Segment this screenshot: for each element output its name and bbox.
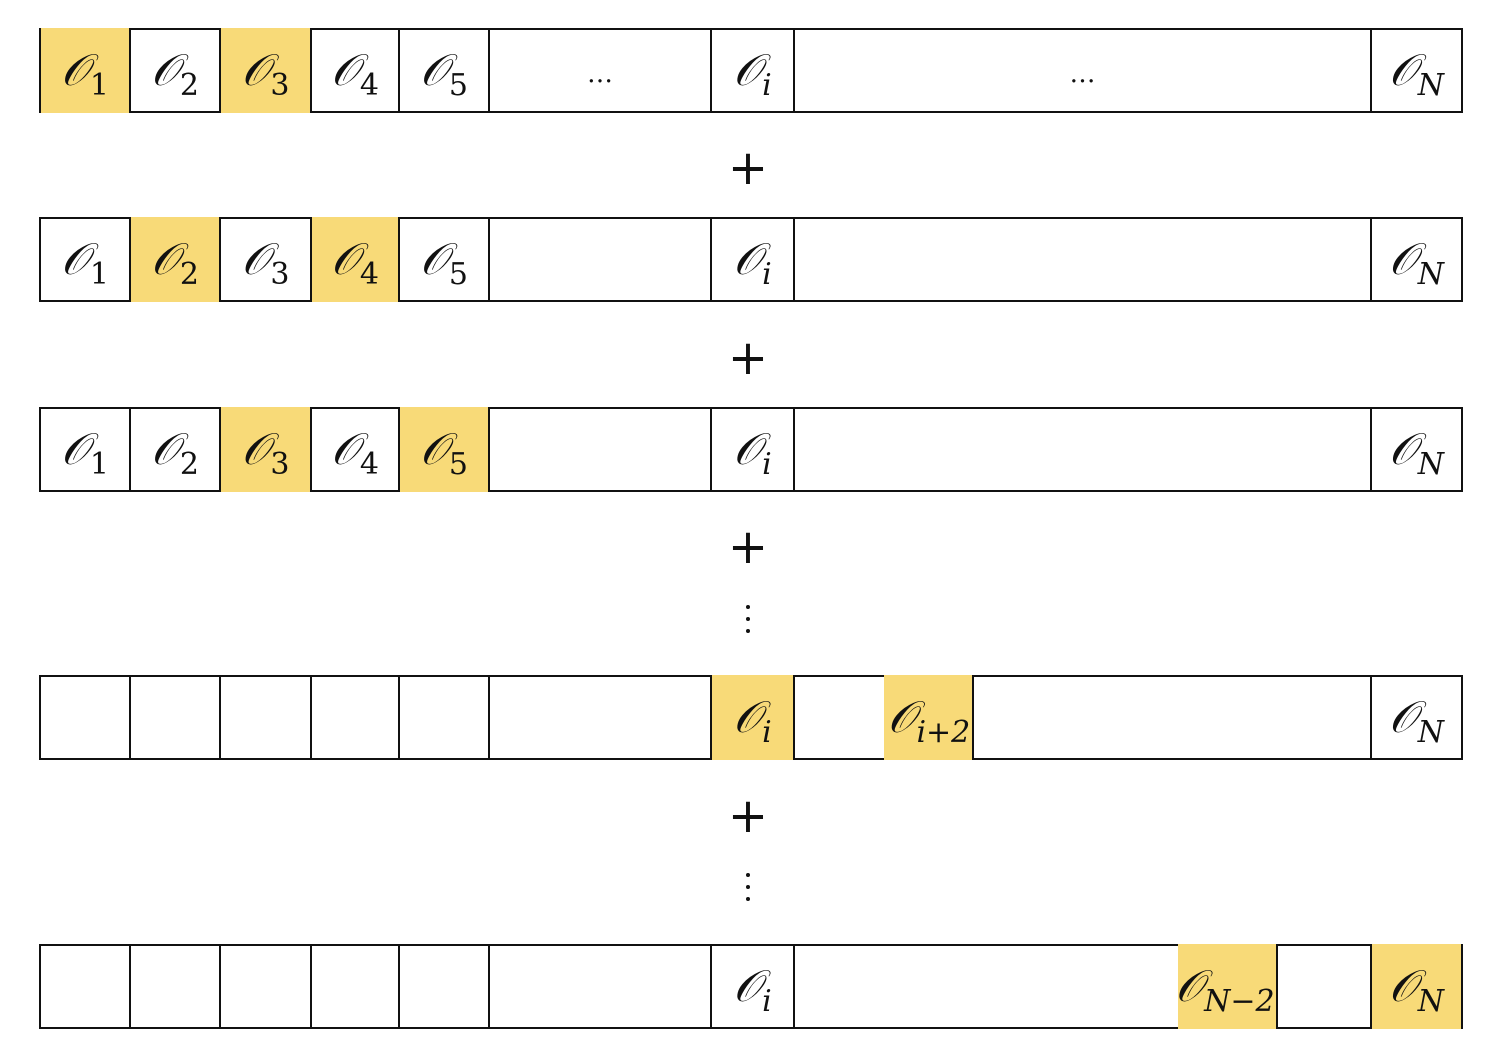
cell-divider: [129, 28, 131, 113]
cell-divider: [219, 407, 221, 492]
operator-o1-label: 𝒪1: [61, 424, 109, 482]
term-row-3: 𝒪1 𝒪2 𝒪3 𝒪4 𝒪5 𝒪i 𝒪N: [39, 407, 1463, 492]
cell-divider: [710, 675, 712, 760]
cell-divider: [972, 675, 974, 760]
cell-divider: [1370, 944, 1372, 1029]
cell-divider: [129, 407, 131, 492]
highlight-cell-oN2: [1178, 944, 1277, 1029]
operator-oi-label: 𝒪i: [733, 234, 772, 292]
operator-o2-label: 𝒪2: [151, 45, 199, 103]
cell-divider: [488, 407, 490, 492]
operator-o3-label: 𝒪3: [241, 424, 290, 482]
highlight-cell-o5: [400, 407, 489, 492]
cell-divider: [793, 28, 795, 113]
operator-o5-label: 𝒪5: [420, 45, 468, 103]
cell-divider: [129, 944, 131, 1029]
operator-o1-label: 𝒪1: [61, 234, 109, 292]
highlight-cell-o4: [312, 217, 399, 302]
cell-divider: [129, 217, 131, 302]
ellipsis-label: …: [587, 59, 613, 89]
operator-o5-label: 𝒪5: [420, 234, 468, 292]
operator-oi-label: 𝒪i: [733, 424, 772, 482]
cell-divider: [219, 675, 221, 760]
highlight-cell-oN: [1372, 944, 1461, 1029]
cell-divider: [398, 675, 400, 760]
operator-o4-label: 𝒪4: [331, 234, 379, 292]
operator-o2-label: 𝒪2: [151, 234, 199, 292]
highlight-cell-o1: [41, 28, 130, 113]
cell-divider: [310, 675, 312, 760]
operator-oi-label: 𝒪i: [733, 45, 772, 103]
operator-o4-label: 𝒪4: [331, 424, 379, 482]
cell-divider: [710, 407, 712, 492]
operator-oN-label: 𝒪N: [1389, 692, 1444, 750]
cell-divider: [488, 217, 490, 302]
operator-oi2-label: 𝒪i+2: [887, 692, 971, 750]
cell-divider: [310, 407, 312, 492]
operator-o2-label: 𝒪2: [151, 424, 199, 482]
cell-divider: [710, 944, 712, 1029]
vertical-ellipsis: [738, 869, 758, 909]
cell-divider: [488, 28, 490, 113]
operator-o4-label: 𝒪4: [331, 45, 379, 103]
plus-sign: +: [727, 519, 769, 575]
operator-oN-label: 𝒪N: [1389, 45, 1444, 103]
cell-divider: [398, 28, 400, 113]
term-row-1: 𝒪1 𝒪2 𝒪3 𝒪4 𝒪5 … 𝒪i … 𝒪N: [39, 28, 1463, 113]
operator-o5-label: 𝒪5: [420, 424, 468, 482]
term-row-5: 𝒪i 𝒪N−2 𝒪N: [39, 944, 1463, 1029]
cell-divider: [219, 28, 221, 113]
cell-divider: [129, 675, 131, 760]
cell-divider: [1276, 944, 1278, 1029]
cell-divider: [710, 217, 712, 302]
ellipsis-label: …: [1069, 59, 1096, 89]
vertical-ellipsis: [738, 601, 758, 641]
plus-sign: +: [727, 140, 769, 196]
cell-divider: [1370, 28, 1372, 113]
cell-divider: [398, 217, 400, 302]
operator-oi-label: 𝒪i: [733, 692, 772, 750]
cell-divider: [398, 944, 400, 1029]
cell-divider: [488, 675, 490, 760]
cell-divider: [793, 675, 795, 760]
highlight-cell-o3: [221, 28, 310, 113]
highlight-cell-oi2: [884, 675, 973, 760]
row-frame: [39, 217, 1463, 302]
cell-divider: [793, 944, 795, 1029]
cell-divider: [1370, 407, 1372, 492]
highlight-cell-o2: [131, 217, 220, 302]
operator-oN2-label: 𝒪N−2: [1175, 961, 1275, 1019]
operator-o3-label: 𝒪3: [241, 45, 290, 103]
operator-oi-label: 𝒪i: [733, 961, 772, 1019]
operator-oN-label: 𝒪N: [1389, 961, 1444, 1019]
cell-divider: [219, 217, 221, 302]
cell-divider: [398, 407, 400, 492]
plus-sign: +: [727, 788, 769, 844]
operator-oN-label: 𝒪N: [1389, 424, 1444, 482]
term-row-4: 𝒪i 𝒪i+2 𝒪N: [39, 675, 1463, 760]
cell-divider: [710, 28, 712, 113]
highlight-cell-o3: [221, 407, 310, 492]
cell-divider: [310, 944, 312, 1029]
cell-divider: [793, 407, 795, 492]
cell-divider: [1370, 675, 1372, 760]
highlight-cell-oi: [712, 675, 794, 760]
operator-o3-label: 𝒪3: [241, 234, 290, 292]
cell-divider: [219, 944, 221, 1029]
cell-divider: [793, 217, 795, 302]
operator-o1-label: 𝒪1: [61, 45, 109, 103]
cell-divider: [310, 217, 312, 302]
operator-oN-label: 𝒪N: [1389, 234, 1444, 292]
cell-divider: [488, 944, 490, 1029]
cell-divider: [1370, 217, 1372, 302]
plus-sign: +: [727, 330, 769, 386]
term-row-2: 𝒪1 𝒪2 𝒪3 𝒪4 𝒪5 𝒪i 𝒪N: [39, 217, 1463, 302]
cell-divider: [310, 28, 312, 113]
